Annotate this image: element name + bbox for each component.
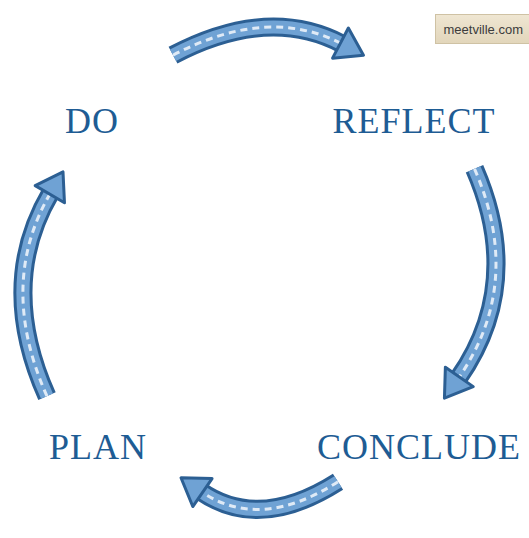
watermark-text: meetville.com (444, 22, 523, 37)
step-label: CONCLUDE (317, 428, 521, 468)
watermark-box: meetville.com (435, 14, 529, 44)
curved-arrow (181, 478, 338, 510)
curved-arrow (444, 169, 496, 398)
cycle-step: REFLECT (328, 100, 499, 144)
cycle-step: PLAN (45, 426, 151, 470)
curved-arrow (23, 172, 65, 396)
cycle-step: DO (61, 100, 123, 144)
step-label: REFLECT (332, 102, 495, 142)
step-label: DO (65, 102, 119, 142)
cycle-step: CONCLUDE (313, 426, 525, 470)
step-label: PLAN (49, 428, 147, 468)
curved-arrow (173, 27, 363, 58)
